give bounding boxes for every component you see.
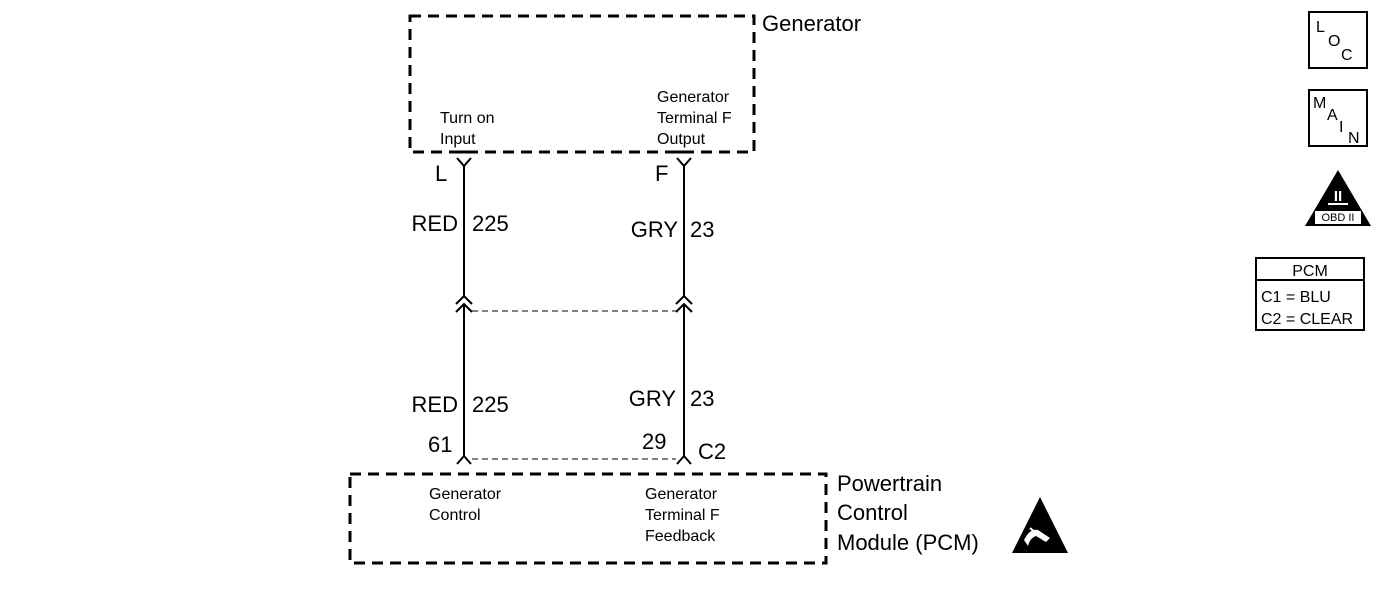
- svg-text:M: M: [1313, 95, 1326, 112]
- pcm-pin-61: [456, 454, 472, 465]
- wire-right-lower-color: GRY: [629, 386, 677, 411]
- wire-right-upper-color: GRY: [631, 217, 679, 242]
- generator-l-label-1: Turn on: [440, 110, 495, 127]
- pcm-pin-left-label: 61: [428, 432, 452, 457]
- loc-icon: L O C: [1308, 11, 1368, 69]
- pcm-pin-right-label: 29: [642, 429, 666, 454]
- pcm-table-row-c2: C2 = CLEAR: [1261, 311, 1353, 328]
- pcm-connector-table: PCM C1 = BLU C2 = CLEAR: [1255, 257, 1365, 331]
- inline-connector: [455, 294, 693, 313]
- generator-box: [408, 14, 756, 154]
- pcm-right-label-2: Terminal F: [645, 507, 720, 524]
- generator-l-label-2: Input: [440, 131, 476, 148]
- pcm-left-label-1: Generator: [429, 486, 502, 503]
- svg-text:I: I: [1339, 119, 1343, 136]
- svg-text:N: N: [1348, 130, 1360, 147]
- wire-left-lower-circuit: 225: [472, 392, 509, 417]
- svg-text:OBD II: OBD II: [1321, 212, 1354, 224]
- generator-f-label-3: Output: [657, 131, 706, 148]
- pcm-title-2: Control: [837, 500, 908, 525]
- wire-left-upper-circuit: 225: [472, 211, 509, 236]
- pcm-right-label-1: Generator: [645, 486, 718, 503]
- pin-l-terminal: [456, 150, 472, 168]
- svg-text:O: O: [1328, 33, 1340, 50]
- esd-warning-icon: [1012, 497, 1068, 553]
- obd-ii-icon: II OBD II: [1305, 170, 1371, 226]
- pcm-box: [348, 472, 828, 565]
- generator-f-label-2: Terminal F: [657, 110, 732, 127]
- svg-text:II: II: [1334, 188, 1342, 205]
- pcm-left-label-2: Control: [429, 507, 481, 524]
- wire-right-upper-circuit: 23: [690, 217, 714, 242]
- wire-left-lower-color: RED: [412, 392, 458, 417]
- wire-right-lower-circuit: 23: [690, 386, 714, 411]
- pin-f-terminal: [676, 150, 692, 168]
- pcm-table-header: PCM: [1292, 263, 1328, 280]
- wire-left-upper-color: RED: [412, 211, 458, 236]
- pcm-right-label-3: Feedback: [645, 528, 716, 545]
- pcm-connector-label: C2: [698, 439, 726, 464]
- generator-title: Generator: [762, 11, 861, 36]
- main-icon: M A I N: [1308, 89, 1368, 147]
- pcm-table-row-c1: C1 = BLU: [1261, 289, 1331, 306]
- pin-l-label: L: [435, 161, 447, 186]
- pcm-title-3: Module (PCM): [837, 530, 979, 555]
- generator-f-label-1: Generator: [657, 89, 730, 106]
- svg-text:L: L: [1316, 19, 1325, 36]
- pin-f-label: F: [655, 161, 668, 186]
- pcm-title-1: Powertrain: [837, 471, 942, 496]
- svg-text:A: A: [1327, 107, 1338, 124]
- pcm-pin-29: [676, 454, 692, 465]
- svg-text:C: C: [1341, 47, 1353, 64]
